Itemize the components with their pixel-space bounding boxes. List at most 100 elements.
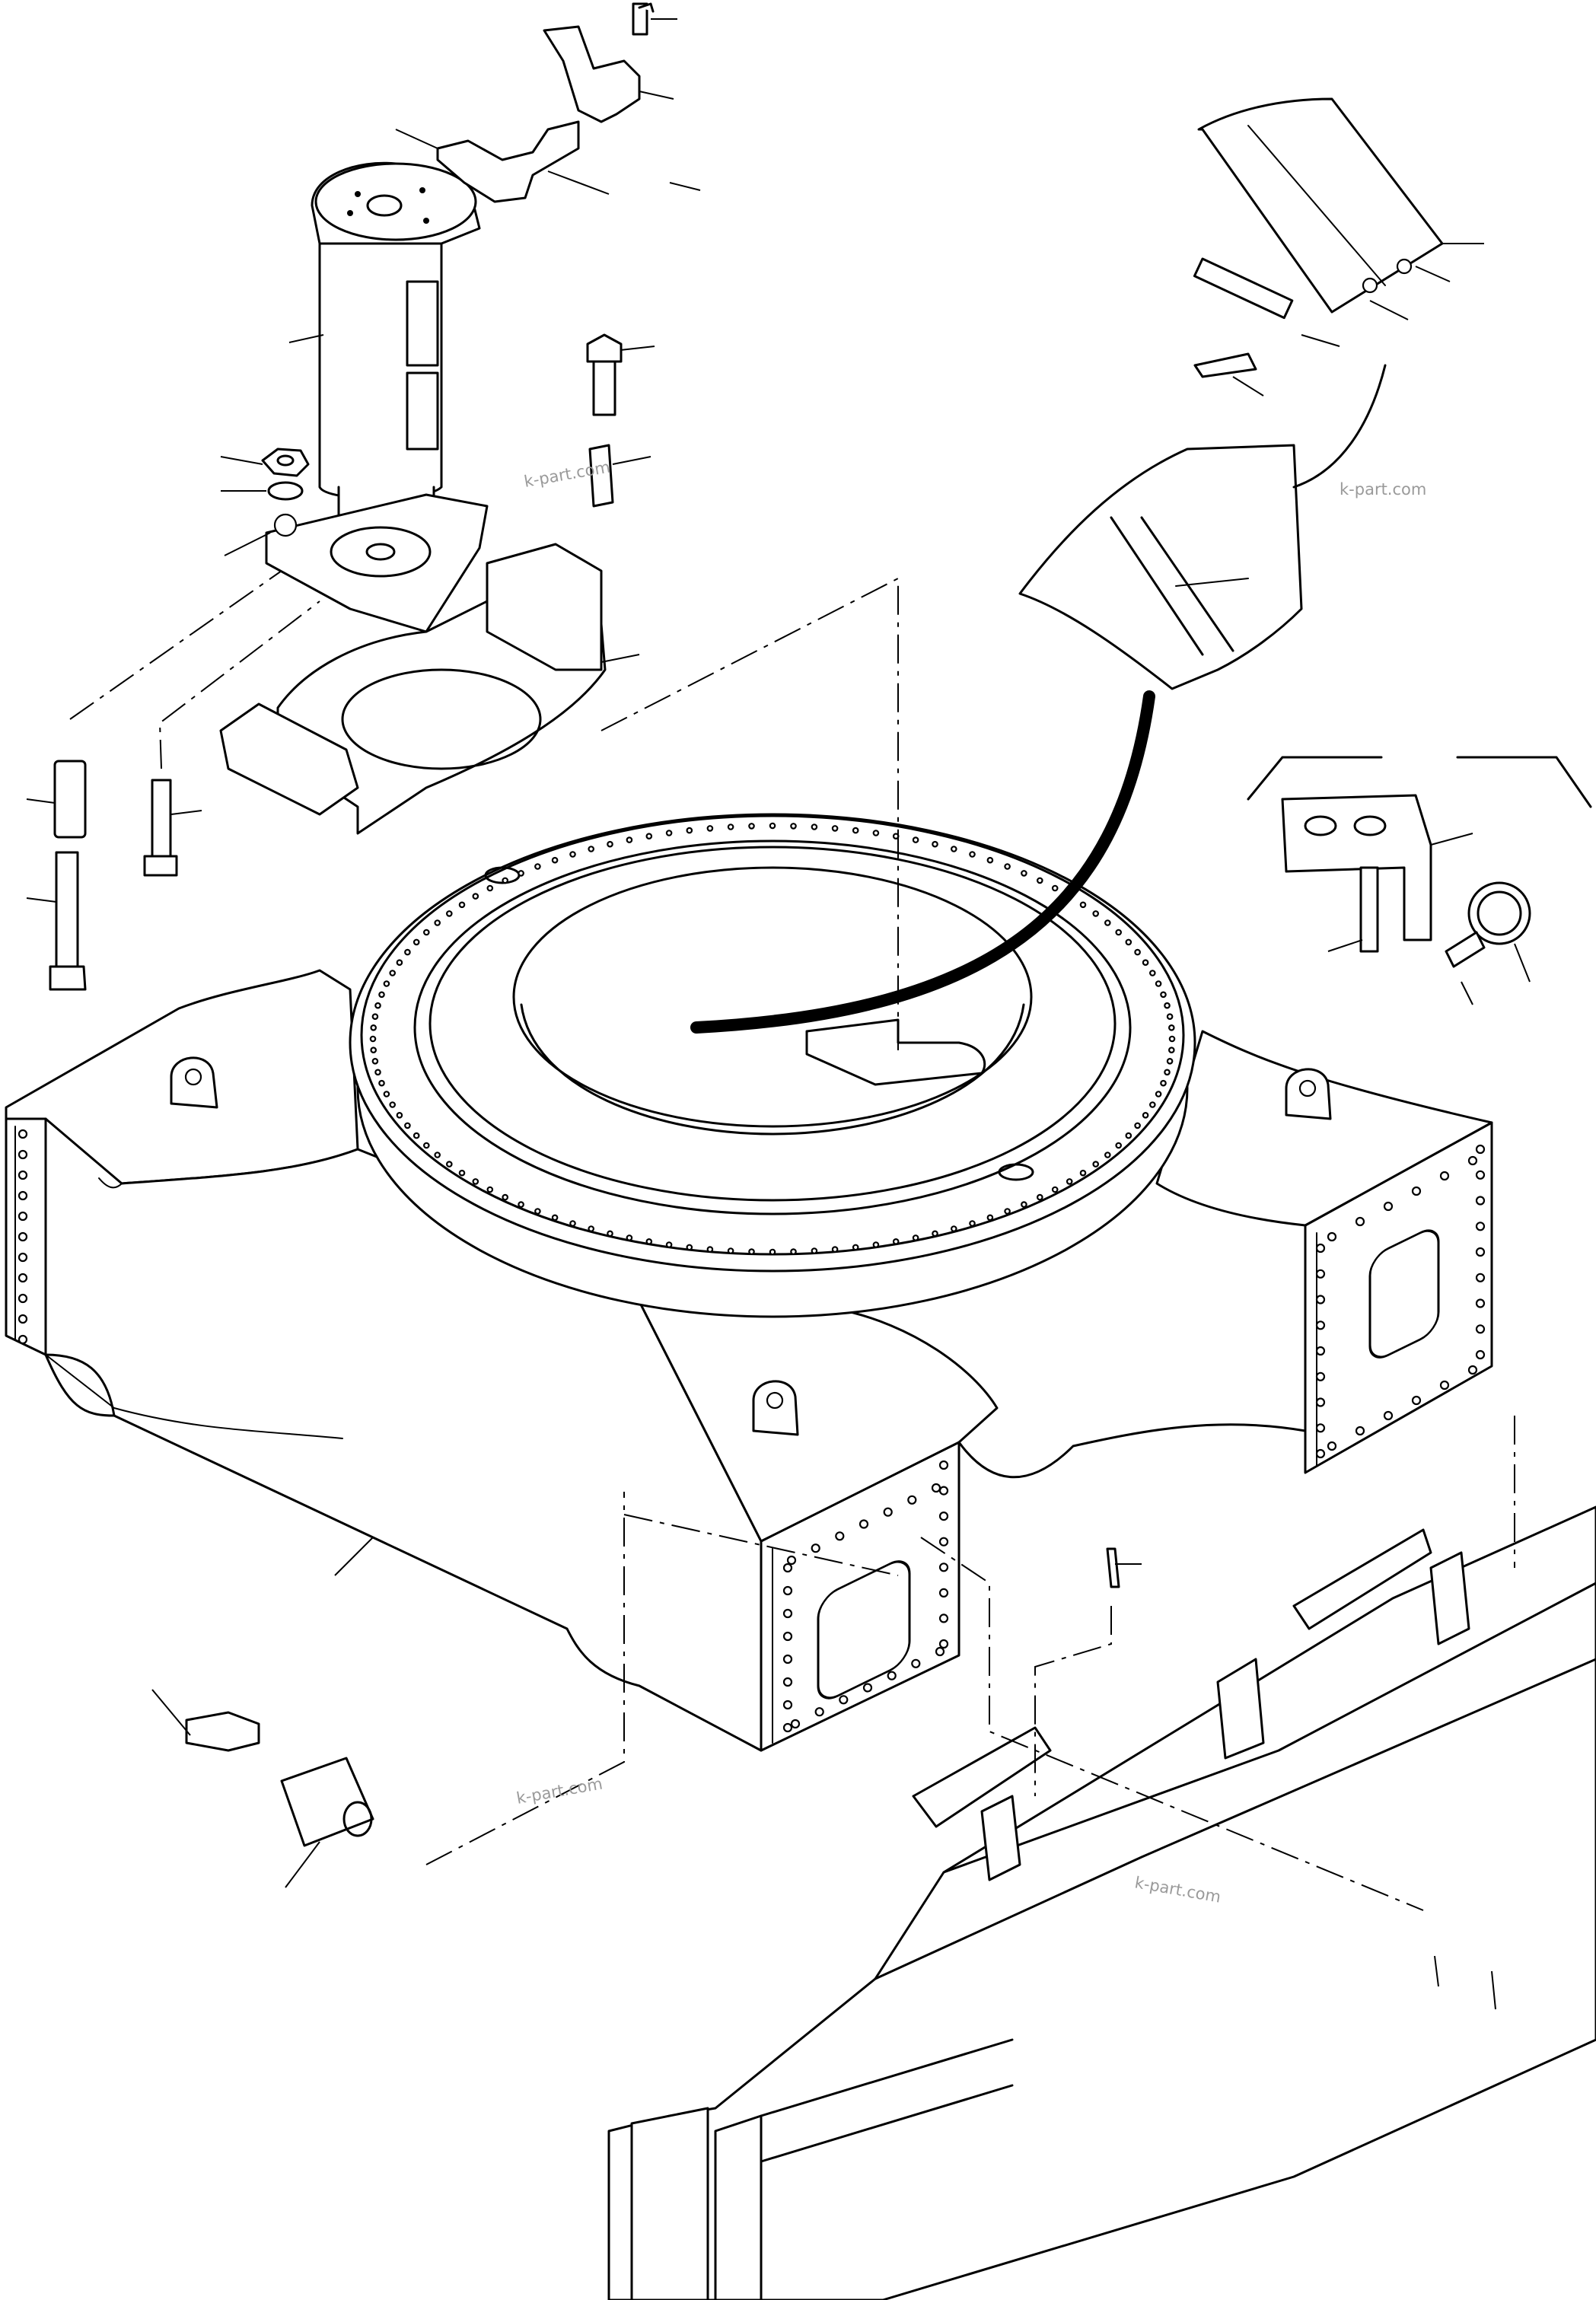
bearing-bolt-hole	[1037, 1193, 1043, 1201]
bearing-bolt-hole	[569, 1220, 576, 1227]
bearing-bolt-hole	[1115, 1142, 1123, 1149]
bearing-bolt-hole	[748, 823, 755, 830]
bearing-bolt-hole	[383, 1091, 390, 1097]
bearing-bolt-hole	[588, 1225, 595, 1232]
plate-bolt-hole	[938, 1486, 949, 1496]
bearing-bolt-hole	[969, 1220, 976, 1227]
plate-bolt-hole	[1315, 1371, 1326, 1381]
bearing-bolt-hole	[1155, 1091, 1162, 1097]
bearing-bolt-hole	[396, 959, 403, 967]
bearing-bolt-hole	[951, 1225, 957, 1232]
watermark: k-part.com	[515, 1774, 604, 1807]
bearing-bolt-hole	[374, 1002, 381, 1009]
bearing-bolt-hole	[1092, 910, 1100, 917]
bearing-bolt-hole	[912, 836, 919, 843]
plate-bolt-hole	[1315, 1448, 1326, 1459]
bearing-bolt-hole	[1155, 980, 1162, 987]
gauge-detail	[1247, 756, 1592, 968]
bearing-bolt-hole	[748, 1248, 755, 1255]
plate-bolt-hole	[782, 1563, 793, 1573]
plate-bolt-hole	[1327, 1441, 1337, 1451]
callout-leaders	[26, 18, 1531, 2010]
plate-bolt-hole	[786, 1555, 797, 1566]
bearing-bolt-hole	[1104, 919, 1111, 926]
bearing-bolt-hole	[551, 856, 559, 864]
bearing-bolt-hole	[626, 1234, 633, 1241]
plate-bolt-hole	[1475, 1222, 1486, 1231]
plate-bolt-hole	[1475, 1196, 1486, 1206]
plate-bolt-hole	[1475, 1247, 1486, 1257]
bearing-bolt-hole	[378, 991, 385, 999]
bearing-bolt-hole	[1125, 938, 1132, 946]
bearing-bolt-hole	[811, 823, 818, 830]
plate-bolt-hole	[938, 1511, 949, 1521]
bearing-bolt-holes	[369, 822, 1176, 1256]
bearing-bolt-hole	[502, 877, 509, 884]
watermark: k-part.com	[1340, 480, 1426, 499]
bearing-bolt-hole	[852, 1244, 859, 1251]
bearing-bolt-hole	[892, 1238, 900, 1245]
detail-arrow	[690, 690, 1155, 1034]
bearing-bolt-hole	[1092, 1161, 1100, 1168]
plate-bolt-hole	[18, 1170, 28, 1180]
bearing-bolt-hole	[706, 1246, 714, 1253]
bearing-bolt-hole	[951, 846, 957, 852]
plate-bolt-hole	[782, 1585, 793, 1596]
bearing-bolt-hole	[370, 1024, 377, 1031]
bearing-bolt-hole	[389, 970, 397, 976]
bearing-bolt-hole	[1115, 929, 1123, 936]
plate-bolt-hole	[911, 1658, 921, 1668]
bearing-bolt-hole	[472, 1178, 479, 1185]
plate-bolt-hole	[938, 1460, 949, 1470]
bearing-bolt-hole	[404, 1122, 411, 1129]
plate-bolt-hole	[1411, 1395, 1422, 1406]
plate-bolt-hole	[1475, 1324, 1486, 1334]
detail-curve-leader	[1292, 364, 1387, 489]
bearing-bolt-hole	[831, 825, 839, 832]
swivel-mount-bracket	[219, 543, 607, 835]
plate-bolt-hole	[938, 1614, 949, 1623]
bearing-bolt-hole	[434, 1152, 441, 1158]
bearing-bolt-hole	[1021, 1201, 1027, 1208]
bearing-bolt-hole	[665, 1241, 673, 1248]
bearing-bolt-hole	[1166, 1058, 1174, 1065]
bearing-bolt-hole	[413, 938, 420, 946]
bearing-bolt-hole	[1051, 884, 1059, 892]
plate-bolt-hole	[1439, 1380, 1450, 1391]
bearing-bolt-hole	[727, 823, 734, 830]
bearing-bolt-hole	[872, 1241, 880, 1248]
plate-bolt-hole	[18, 1314, 28, 1324]
plate-bolt-hole	[790, 1719, 801, 1729]
bearing-bolt-hole	[404, 948, 411, 956]
plate-bolt-hole	[18, 1252, 28, 1263]
bearing-bolt-hole	[369, 1035, 377, 1043]
bearing-bolt-hole	[370, 1046, 377, 1054]
bearing-bolt-hole	[1149, 1101, 1156, 1108]
swivel-joint	[261, 161, 489, 633]
bearing-bolt-hole	[458, 901, 466, 909]
plate-bolt-hole	[1355, 1426, 1365, 1436]
bearing-bolt-hole	[374, 1069, 381, 1076]
plate-bolt-hole	[1475, 1144, 1486, 1155]
bearing-bolt-hole	[569, 851, 576, 858]
plate-bolt-hole	[862, 1683, 873, 1693]
plate-bolt-hole	[1315, 1320, 1326, 1330]
bearing-plate	[805, 1018, 986, 1086]
plate-bolt-hole	[938, 1563, 949, 1572]
bearing-bolt-hole	[1168, 1046, 1175, 1054]
bearing-bolt-hole	[626, 836, 633, 843]
plate-bolt-hole	[782, 1677, 793, 1687]
plate-bolt-hole	[835, 1531, 845, 1541]
bearing-bolt-hole	[932, 1230, 938, 1238]
bearing-bolt-hole	[502, 1193, 509, 1201]
bearing-bolt-hole	[1079, 1169, 1087, 1177]
plate-bolt-hole	[18, 1149, 28, 1160]
wedge-insert-detail	[1018, 97, 1444, 690]
bearing-bolt-hole	[986, 1214, 994, 1222]
plate-bolt-hole	[782, 1700, 793, 1710]
plate-bolt-hole	[1315, 1397, 1326, 1407]
bearing-bolt-hole	[434, 919, 441, 926]
bearing-bolt-hole	[1066, 1178, 1073, 1185]
plate-bolt-hole	[1315, 1346, 1326, 1356]
